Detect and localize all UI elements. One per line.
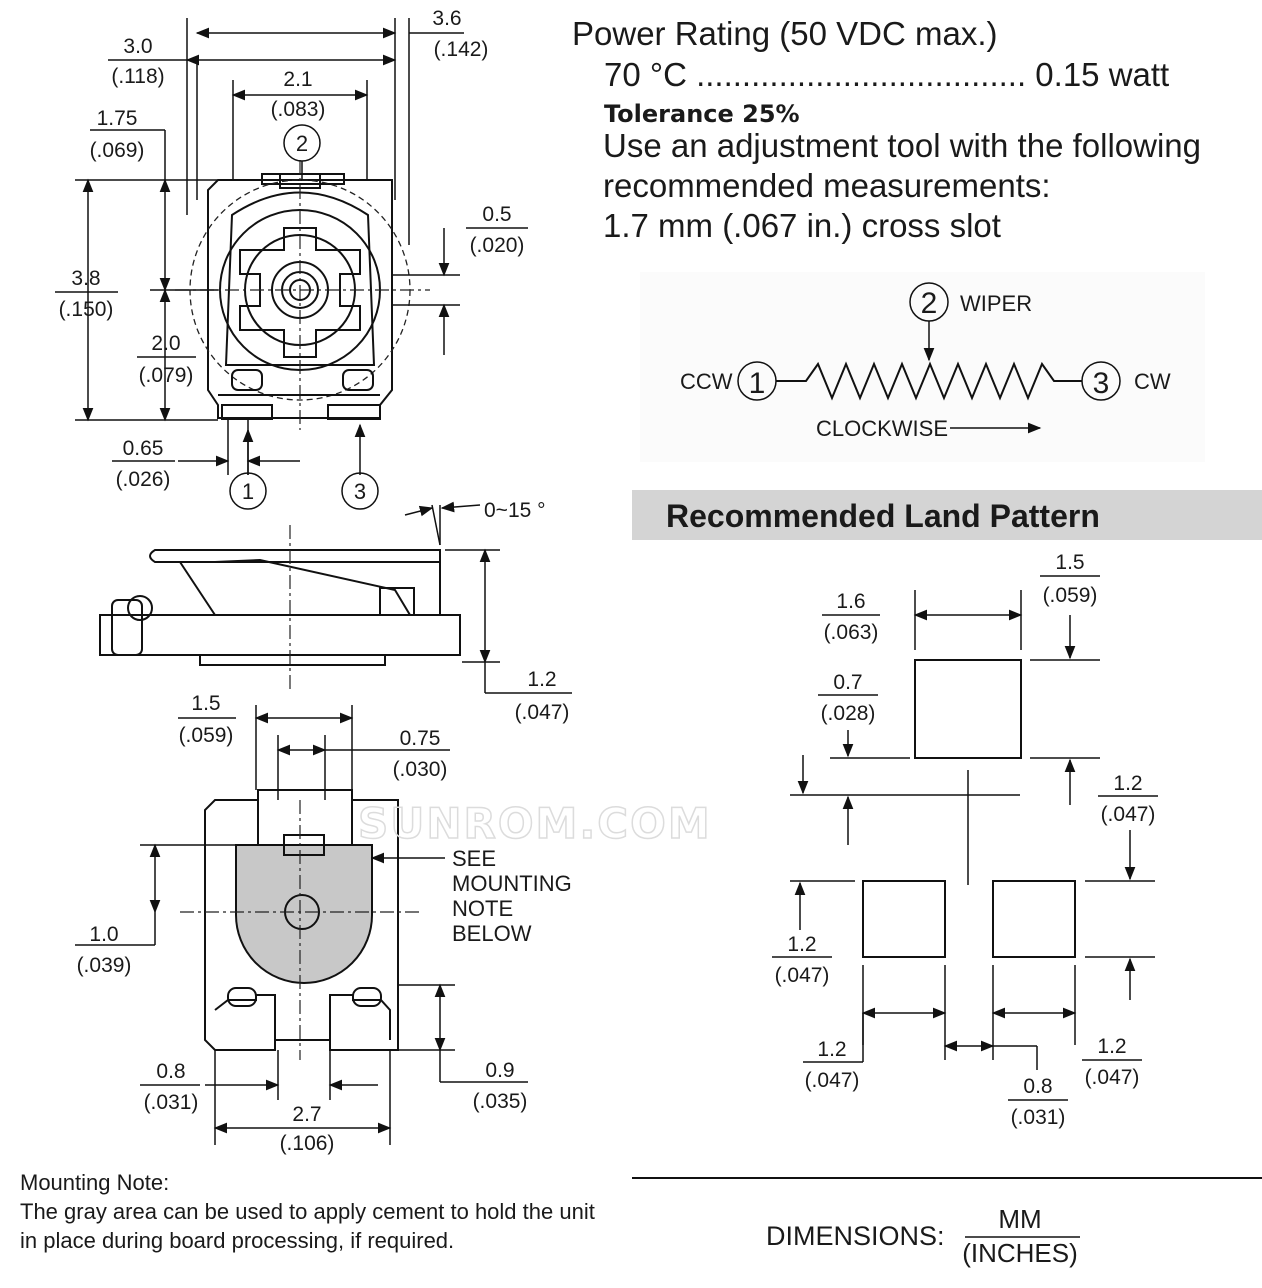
bottom-dim-0-9-in: (.035): [473, 1090, 528, 1113]
lp-dim-1-2-b-in: (.047): [775, 964, 830, 987]
dim-3-8-in: (.150): [59, 298, 114, 321]
lp-dim-1-2-c: 1.2: [817, 1038, 846, 1061]
bottom-dim-0-75: 0.75: [400, 727, 441, 750]
lp-dim-0-8-in: (.031): [1011, 1106, 1066, 1129]
lp-dim-0-8: 0.8: [1023, 1075, 1052, 1098]
lp-dim-0-7-in: (.028): [821, 702, 876, 725]
dim-3-6-in: (.142): [434, 38, 489, 61]
bottom-dim-1-0: 1.0: [89, 923, 118, 946]
tool-line-3: 1.7 mm (.067 in.) cross slot: [603, 207, 1001, 244]
see-note-2: MOUNTING: [452, 871, 572, 896]
dim-3-0: 3.0: [123, 35, 152, 58]
bottom-dim-0-9: 0.9: [485, 1059, 514, 1082]
schem-pin-3: 3: [1093, 367, 1110, 400]
bottom-dim-0-8-in: (.031): [144, 1091, 199, 1114]
dim-3-6: 3.6: [432, 7, 461, 30]
dim-0-5-in: (.020): [470, 234, 525, 257]
lp-dim-1-2-a-in: (.047): [1101, 803, 1156, 826]
see-note-3: NOTE: [452, 896, 513, 921]
dim-2-0: 2.0: [151, 332, 180, 355]
bottom-dim-1-5: 1.5: [191, 692, 220, 715]
schem-pin-2: 2: [921, 287, 938, 320]
dim-2-1-in: (.083): [271, 98, 326, 121]
dim-0-5: 0.5: [482, 203, 511, 226]
dim-2-1: 2.1: [283, 68, 312, 91]
bottom-dim-0-75-in: (.030): [393, 758, 448, 781]
land-pattern-header: [632, 490, 1262, 540]
pad-left: [862, 880, 946, 958]
spec-block: Power Rating (50 VDC max.) 70 °C .......…: [572, 15, 1201, 244]
side-view: 0~15 ° 1.2 (.047): [99, 499, 572, 724]
lp-dim-1-5: 1.5: [1055, 551, 1084, 574]
lp-dim-1-6-in: (.063): [824, 621, 879, 644]
power-rating: Power Rating (50 VDC max.): [572, 15, 997, 52]
lp-dim-1-6: 1.6: [836, 590, 865, 613]
tool-line-1: Use an adjustment tool with the followin…: [603, 127, 1201, 164]
side-dim-1-2-in: (.047): [515, 701, 570, 724]
lp-dim-1-2-d: 1.2: [1097, 1035, 1126, 1058]
dim-3-8: 3.8: [71, 267, 100, 290]
side-angle: 0~15 °: [484, 499, 546, 522]
dim-1-75-in: (.069): [90, 139, 145, 162]
schem-clockwise: CLOCKWISE: [816, 416, 948, 441]
dim-1-75: 1.75: [97, 107, 138, 130]
unit-inches: (INCHES): [962, 1238, 1078, 1268]
power-line: 70 °C ..................................…: [604, 56, 1169, 93]
lp-dim-1-2-c-in: (.047): [805, 1069, 860, 1092]
mounting-note-title: Mounting Note:: [20, 1170, 169, 1195]
see-note-4: BELOW: [452, 921, 532, 946]
lp-dim-1-5-in: (.059): [1043, 584, 1098, 607]
pin-3-label: 3: [354, 479, 366, 504]
pad-top: [914, 659, 1022, 759]
side-dim-1-2: 1.2: [527, 668, 556, 691]
bottom-dim-1-5-in: (.059): [179, 724, 234, 747]
mounting-note-line1: The gray area can be used to apply cemen…: [20, 1199, 595, 1224]
bottom-view: 1.5 (.059) 0.75 (.030) 1.0 (.039) SEE MO…: [75, 692, 572, 1155]
schem-pin-1: 1: [749, 367, 766, 400]
watermark: SUNROM.COM: [358, 799, 712, 848]
pin-1-label: 1: [242, 479, 254, 504]
lp-dim-1-2-a: 1.2: [1113, 772, 1142, 795]
land-pattern-title: Recommended Land Pattern: [666, 498, 1100, 534]
bottom-dim-0-8: 0.8: [156, 1060, 185, 1083]
lp-dim-0-7: 0.7: [833, 671, 862, 694]
tolerance: Tolerance 25%: [604, 100, 800, 128]
pad-right: [992, 880, 1076, 958]
schematic: 1 2 3 WIPER CCW CW CLOCKWISE: [640, 272, 1205, 462]
dim-2-0-in: (.079): [139, 364, 194, 387]
schem-ccw: CCW: [680, 369, 733, 394]
tool-line-2: recommended measurements:: [603, 167, 1051, 204]
unit-mm: MM: [998, 1204, 1041, 1234]
lp-dim-1-2-b: 1.2: [787, 933, 816, 956]
bottom-dim-1-0-in: (.039): [77, 954, 132, 977]
see-note-1: SEE: [452, 846, 496, 871]
dimensions-label: DIMENSIONS:: [766, 1221, 945, 1251]
top-view: 3.6 (.142) 3.0 (.118) 2.1 (.083) 1.75 (.…: [55, 7, 528, 510]
land-pattern: Recommended Land Pattern 1.6 (.063) 1.5 …: [632, 490, 1262, 1129]
schem-cw: CW: [1134, 369, 1171, 394]
pin-2-label: 2: [296, 131, 308, 156]
bottom-dim-2-7: 2.7: [292, 1103, 321, 1126]
mounting-note-line2: in place during board processing, if req…: [20, 1228, 454, 1253]
schem-wiper: WIPER: [960, 291, 1032, 316]
dim-0-65-in: (.026): [116, 468, 171, 491]
bottom-dim-2-7-in: (.106): [280, 1132, 335, 1155]
lp-dim-1-2-d-in: (.047): [1085, 1066, 1140, 1089]
dim-0-65: 0.65: [123, 437, 164, 460]
dim-3-0-in: (.118): [111, 65, 164, 88]
